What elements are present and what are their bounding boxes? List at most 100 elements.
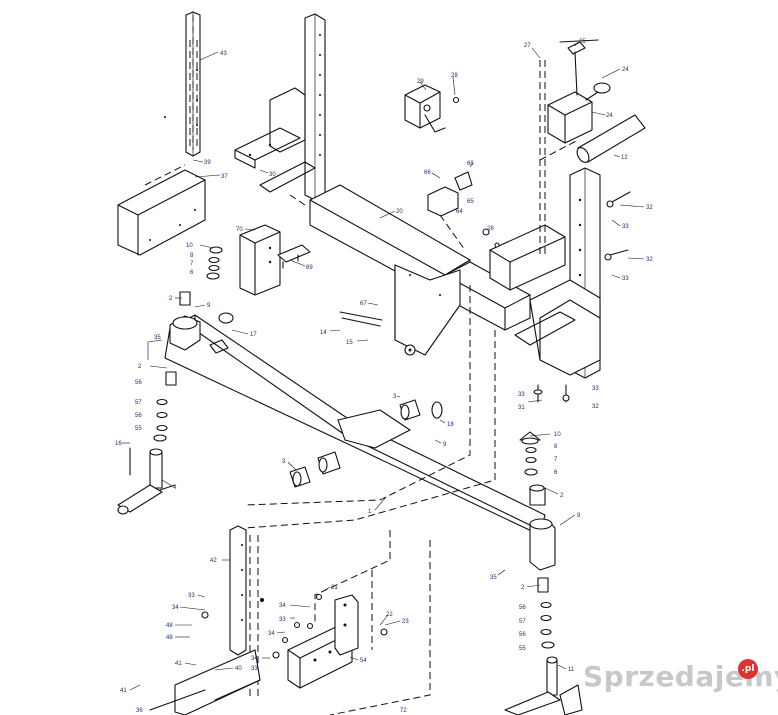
label-32: 32 bbox=[646, 205, 653, 211]
assembly-guides bbox=[189, 40, 496, 715]
bracket-64 bbox=[427, 171, 473, 251]
label-28: 28 bbox=[487, 226, 494, 232]
label-41: 41 bbox=[120, 688, 127, 694]
label-33: 33 bbox=[622, 224, 629, 230]
label-32: 32 bbox=[592, 404, 599, 410]
label-69: 69 bbox=[306, 265, 313, 271]
label-36: 36 bbox=[136, 708, 143, 714]
label-17: 17 bbox=[250, 332, 257, 338]
label-10: 10 bbox=[554, 432, 561, 438]
label-41: 41 bbox=[175, 661, 182, 667]
label-37: 37 bbox=[221, 174, 228, 180]
bolts-right bbox=[482, 191, 631, 403]
bushings-3 bbox=[289, 399, 443, 488]
bracket-54 bbox=[201, 593, 388, 689]
clamp-24 bbox=[539, 39, 611, 255]
label-39: 39 bbox=[204, 160, 211, 166]
label-72: 72 bbox=[400, 708, 407, 714]
label-9: 9 bbox=[207, 303, 211, 309]
label-34: 34 bbox=[172, 605, 179, 611]
label-31: 31 bbox=[518, 405, 525, 411]
label-4: 4 bbox=[173, 485, 177, 491]
label-48: 48 bbox=[166, 635, 173, 641]
label-3: 3 bbox=[393, 394, 397, 400]
label-16: 16 bbox=[115, 441, 122, 447]
stub-axle-right bbox=[504, 656, 583, 715]
lower-post-42 bbox=[149, 525, 264, 715]
label-15: 15 bbox=[346, 340, 353, 346]
vertical-post-43 bbox=[164, 11, 201, 157]
label-56: 56 bbox=[135, 380, 142, 386]
label-27: 27 bbox=[524, 43, 531, 49]
label-6: 6 bbox=[554, 470, 558, 476]
label-8: 8 bbox=[554, 444, 558, 450]
label-22: 22 bbox=[386, 612, 393, 618]
label-55: 55 bbox=[519, 646, 526, 652]
axle-beam-1 bbox=[164, 314, 546, 536]
label-32: 32 bbox=[646, 257, 653, 263]
label-35: 35 bbox=[490, 575, 497, 581]
label-56: 56 bbox=[519, 605, 526, 611]
label-29: 29 bbox=[417, 79, 424, 85]
label-2: 2 bbox=[521, 585, 525, 591]
part-labels: 43 39 37 30 20 29 28 27 25 24 24 12 66 6… bbox=[115, 39, 653, 714]
label-11: 11 bbox=[568, 667, 575, 673]
label-33: 33 bbox=[251, 666, 258, 672]
label-18: 18 bbox=[447, 422, 454, 428]
label-35: 35 bbox=[154, 335, 161, 341]
hanger-plate bbox=[394, 264, 461, 356]
label-42: 42 bbox=[210, 558, 217, 564]
label-64: 64 bbox=[456, 209, 463, 215]
label-33: 33 bbox=[622, 276, 629, 282]
label-3: 3 bbox=[282, 459, 286, 465]
label-57: 57 bbox=[135, 400, 142, 406]
label-25: 25 bbox=[579, 39, 586, 45]
label-34: 34 bbox=[268, 631, 275, 637]
label-68: 68 bbox=[467, 161, 474, 167]
label-1: 1 bbox=[368, 509, 372, 515]
label-7: 7 bbox=[190, 261, 194, 267]
label-30: 30 bbox=[269, 172, 276, 178]
label-6: 6 bbox=[190, 270, 194, 276]
label-56: 56 bbox=[519, 632, 526, 638]
label-56: 56 bbox=[135, 413, 142, 419]
label-24: 24 bbox=[622, 67, 629, 73]
label-43: 43 bbox=[220, 51, 227, 57]
label-33: 33 bbox=[279, 617, 286, 623]
label-55: 55 bbox=[135, 426, 142, 432]
right-upright bbox=[489, 167, 601, 379]
washer-stack-left bbox=[153, 246, 234, 442]
label-24: 24 bbox=[606, 113, 613, 119]
label-21: 21 bbox=[331, 585, 338, 591]
main-post-30 bbox=[234, 13, 326, 201]
tube-12 bbox=[539, 114, 646, 163]
label-65: 65 bbox=[467, 199, 474, 205]
bracket-29 bbox=[404, 84, 460, 133]
leader-lines bbox=[122, 41, 645, 691]
label-14: 14 bbox=[320, 330, 327, 336]
label-34: 34 bbox=[251, 656, 258, 662]
label-48: 48 bbox=[166, 623, 173, 629]
stub-axle-left bbox=[117, 447, 176, 515]
label-2: 2 bbox=[169, 296, 173, 302]
label-66: 66 bbox=[424, 170, 431, 176]
bracket-70 bbox=[239, 224, 311, 296]
label-57: 57 bbox=[519, 619, 526, 625]
label-20: 20 bbox=[396, 209, 403, 215]
left-rail-37 bbox=[117, 164, 206, 256]
label-33: 33 bbox=[518, 392, 525, 398]
label-33: 33 bbox=[188, 593, 195, 599]
label-40: 40 bbox=[235, 666, 242, 672]
label-33: 33 bbox=[592, 386, 599, 392]
label-10: 10 bbox=[186, 243, 193, 249]
label-54: 54 bbox=[360, 658, 367, 664]
label-7: 7 bbox=[554, 457, 558, 463]
watermark-badge: .pl bbox=[738, 659, 758, 679]
label-28: 28 bbox=[451, 73, 458, 79]
washer-stack-right bbox=[519, 431, 555, 649]
label-70: 70 bbox=[236, 227, 243, 233]
label-2: 2 bbox=[560, 493, 564, 499]
label-9: 9 bbox=[577, 513, 581, 519]
label-12: 12 bbox=[621, 155, 628, 161]
